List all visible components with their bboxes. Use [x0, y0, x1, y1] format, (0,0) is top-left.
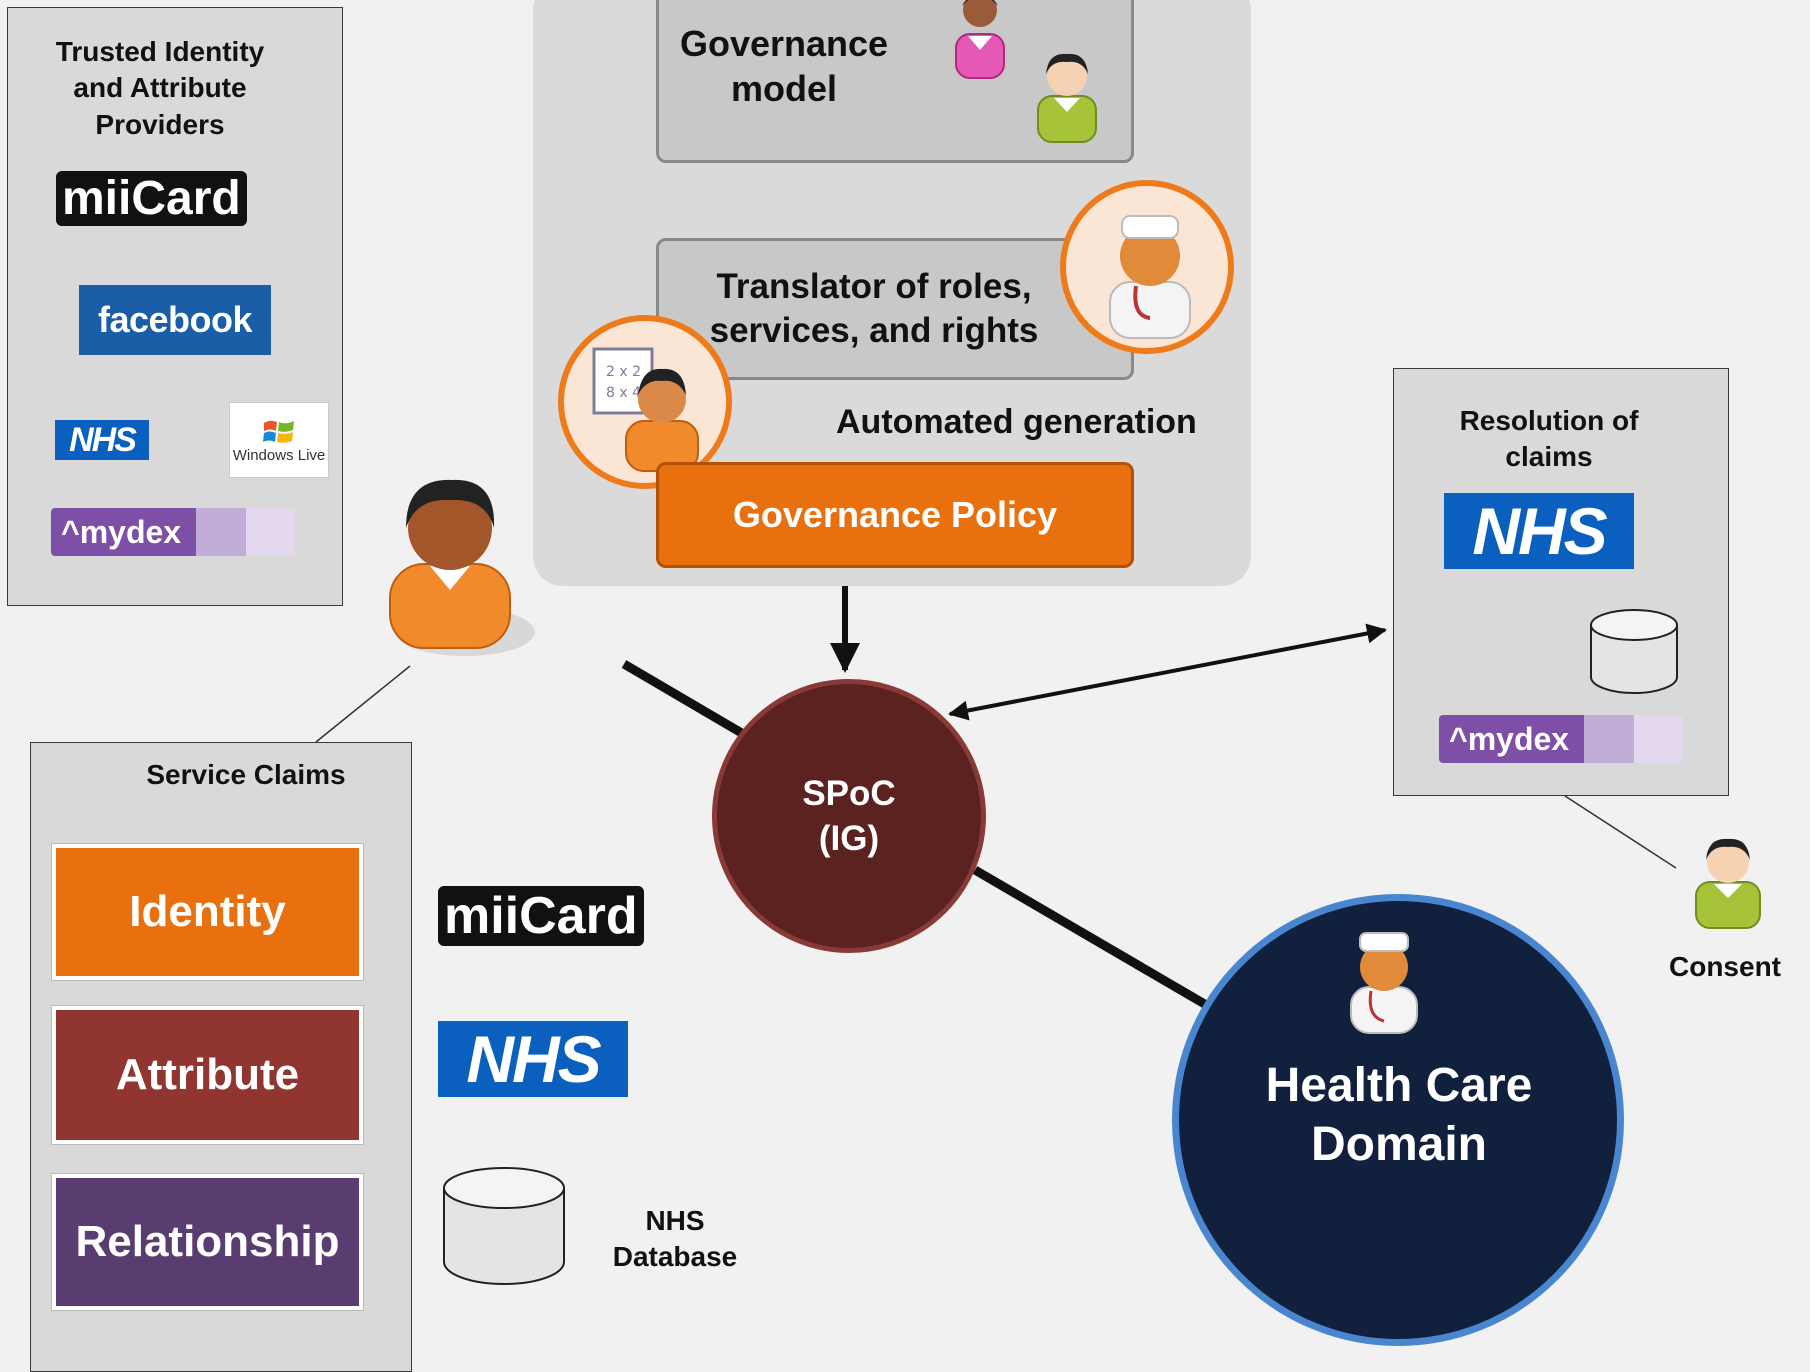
translator-label: Translator of roles, services, and right… — [709, 267, 1039, 350]
windows-flag-icon — [263, 420, 294, 443]
automated-generation-label: Automated generation — [836, 403, 1197, 441]
teacher-avatar: 2 x 2 8 x 4 — [558, 315, 732, 489]
mydex-logo-text: ^mydex — [1439, 715, 1584, 763]
miicard-logo: miiCard — [56, 168, 249, 228]
user-claims-thin-line — [315, 665, 411, 743]
governance-policy-box: Governance Policy — [656, 462, 1134, 568]
nhs-logo: NHS — [438, 1021, 628, 1097]
providers-panel: Trusted Identity and Attribute Providers… — [7, 7, 343, 606]
teacher-icon: 2 x 2 8 x 4 — [592, 347, 699, 472]
mydex-logo: ^mydex — [1439, 715, 1683, 763]
nhs-logo: NHS — [55, 420, 149, 460]
identity-claim: Identity — [52, 844, 363, 980]
person-icon — [1037, 53, 1097, 143]
doctor-avatar — [1060, 180, 1234, 354]
service-claims-title: Service Claims — [146, 759, 346, 790]
translator-box: Translator of roles, services, and right… — [656, 238, 1134, 380]
windows-live-logo: Windows Live — [229, 402, 329, 478]
spoc-healthcare-line — [972, 866, 1211, 1010]
miicard-logo-text: miiCard — [438, 886, 644, 946]
attribute-claim: Attribute — [52, 1006, 363, 1144]
governance-policy-label: Governance Policy — [732, 494, 1058, 535]
miicard-logo-text: miiCard — [56, 170, 247, 226]
person-icon — [955, 0, 1005, 79]
doctor-icon — [1350, 932, 1418, 1034]
svg-text:2 x 2: 2 x 2 — [606, 364, 641, 380]
relationship-claim: Relationship — [52, 1174, 363, 1310]
miicard-logo: miiCard — [438, 884, 646, 948]
database-icon — [443, 1167, 565, 1285]
doctor-icon — [1109, 215, 1191, 339]
person-icon — [1695, 838, 1761, 929]
resolution-panel: Resolution of claims NHS ^mydex — [1393, 368, 1729, 796]
health-care-domain-label: Health Care Domain — [1265, 1059, 1533, 1171]
resolution-consent-thin-line — [1564, 795, 1677, 869]
database-icon — [1590, 609, 1678, 694]
spoc-node: SPoC (IG) — [712, 679, 986, 953]
windows-live-text: Windows Live — [232, 446, 326, 464]
providers-title: Trusted Identity and Attribute Providers — [55, 36, 265, 140]
nhs-database-label: NHS Database — [612, 1205, 738, 1273]
spoc-resolution-arrow — [948, 623, 1387, 721]
resolution-title: Resolution of claims — [1459, 405, 1639, 473]
governance-model-label: Governance model — [679, 23, 889, 109]
consent-label: Consent — [1669, 951, 1781, 982]
health-care-domain-node: Health Care Domain — [1172, 894, 1624, 1346]
nhs-logo: NHS — [1444, 493, 1634, 569]
spoc-label: SPoC (IG) — [802, 773, 896, 859]
person-icon — [389, 479, 535, 656]
mydex-logo-text: ^mydex — [51, 508, 196, 556]
user-spoc-line — [621, 660, 748, 739]
facebook-logo: facebook — [79, 285, 271, 355]
mydex-logo: ^mydex — [51, 508, 295, 556]
svg-text:8 x 4: 8 x 4 — [606, 385, 641, 401]
